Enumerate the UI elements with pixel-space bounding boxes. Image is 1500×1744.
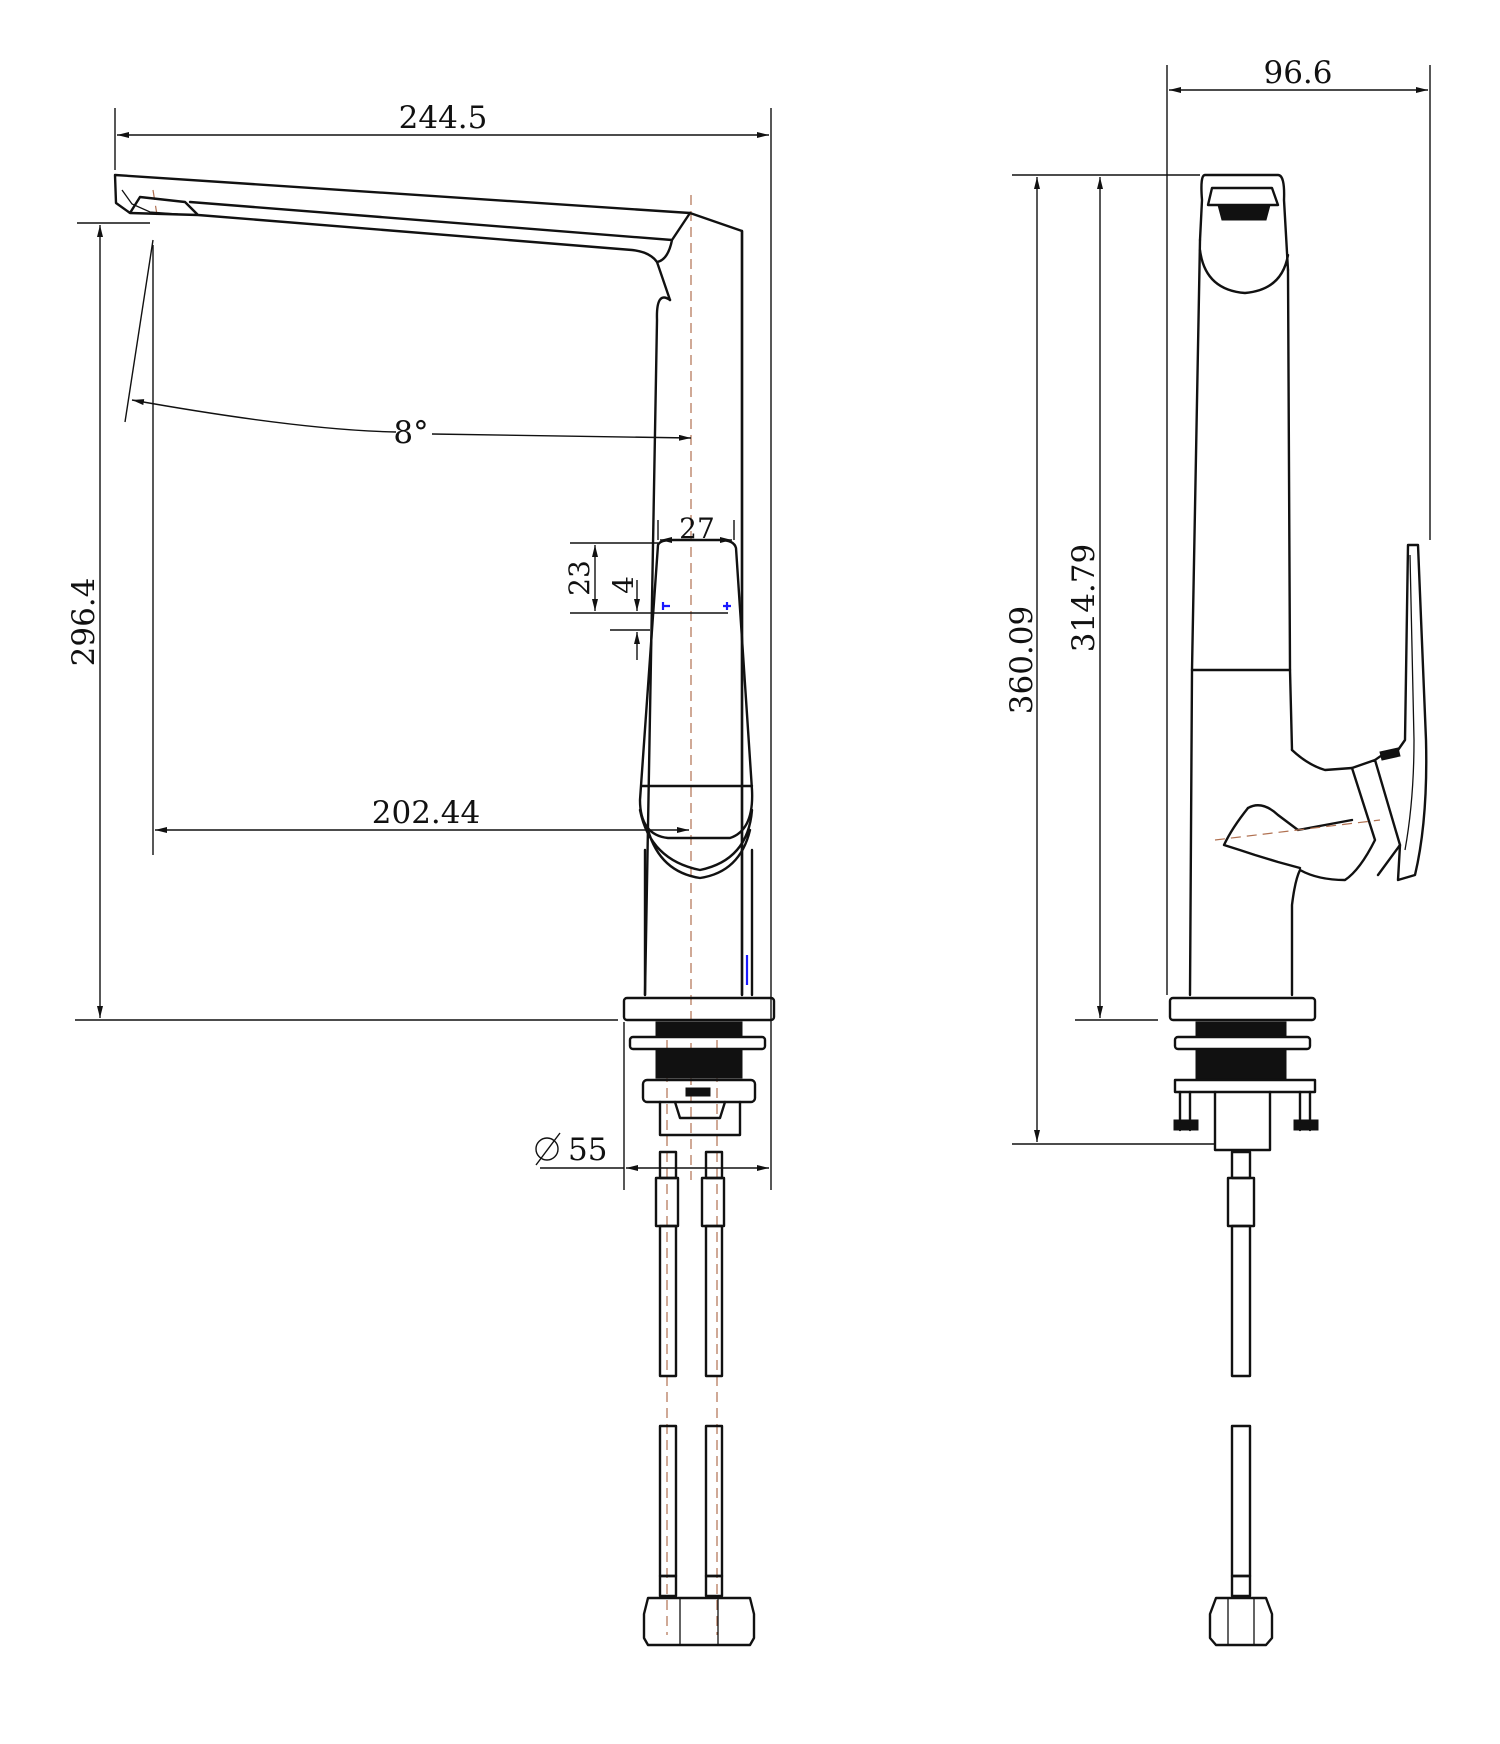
spout-inner-line <box>188 200 692 264</box>
side-lever-handle <box>1373 543 1428 882</box>
side-lever-cone-top <box>1246 804 1354 832</box>
handle-base-curve <box>638 808 754 880</box>
handle-outline <box>638 538 754 840</box>
side-mount-nuts <box>1173 1119 1319 1131</box>
mount-bolt <box>658 1100 742 1137</box>
dim-spout-height: 314.79 <box>1066 544 1102 652</box>
dim-total-height: 360.09 <box>1004 606 1040 714</box>
hose-connectors <box>642 1596 756 1647</box>
dim-handle-offset: 23 <box>563 560 596 596</box>
side-base-plate <box>1168 996 1317 1022</box>
marker-cold <box>661 602 670 610</box>
marker-hot <box>723 602 731 610</box>
side-hose <box>1208 1150 1274 1647</box>
side-dimensions: 96.6 360.09 314.79 <box>1004 55 1431 1145</box>
mount-thread-mid <box>655 1049 743 1079</box>
dim-reach: 202.44 <box>372 795 480 831</box>
hose-left <box>654 1150 680 1598</box>
side-spout-head <box>1198 173 1290 272</box>
mount-washer <box>628 1035 767 1051</box>
front-dimensions: 244.5 8° 27 23 4 296.4 202.44 <box>66 100 772 1190</box>
hose-right <box>700 1150 726 1598</box>
dim-side-width: 96.6 <box>1263 55 1332 91</box>
side-lever-handle-inner <box>1404 554 1415 851</box>
side-mount-washer <box>1173 1035 1312 1051</box>
spout-centerline <box>152 189 158 216</box>
side-mount-thread-top <box>1195 1021 1287 1037</box>
mount-nut <box>641 1078 757 1104</box>
side-mount-thread-mid <box>1195 1049 1287 1081</box>
body-outline <box>643 229 744 997</box>
dim-angle-arc <box>132 400 691 438</box>
side-body <box>1188 238 1294 997</box>
side-mount-bolt <box>1213 1090 1272 1152</box>
mount-thread-top <box>655 1021 743 1037</box>
side-mount-studs <box>1178 1090 1312 1132</box>
front-view <box>113 173 776 1647</box>
dim-handle-small: 4 <box>607 576 640 594</box>
side-lever-cone <box>1222 806 1302 870</box>
diameter-icon <box>535 1132 561 1166</box>
lower-body <box>643 848 754 997</box>
side-lever-axis <box>1214 819 1381 841</box>
side-mount-bar <box>1173 1078 1317 1094</box>
side-lever-screw <box>1379 747 1401 761</box>
dim-diameter: 55 <box>568 1132 607 1168</box>
side-lever-joint <box>1290 748 1377 997</box>
base-plate <box>622 996 776 1022</box>
dim-angle: 8° <box>393 415 428 451</box>
spout-aerator <box>121 189 179 215</box>
side-view <box>1168 173 1428 1647</box>
side-lever-housing <box>1350 758 1402 877</box>
side-spout-cap <box>1206 186 1280 207</box>
dim-handle-width: 27 <box>679 512 715 545</box>
dim-front-width: 244.5 <box>399 100 488 136</box>
dim-front-height: 296.4 <box>66 578 102 667</box>
side-aerator <box>1217 204 1271 221</box>
side-spout-curve <box>1198 248 1290 295</box>
mount-nut-detail <box>685 1087 711 1097</box>
